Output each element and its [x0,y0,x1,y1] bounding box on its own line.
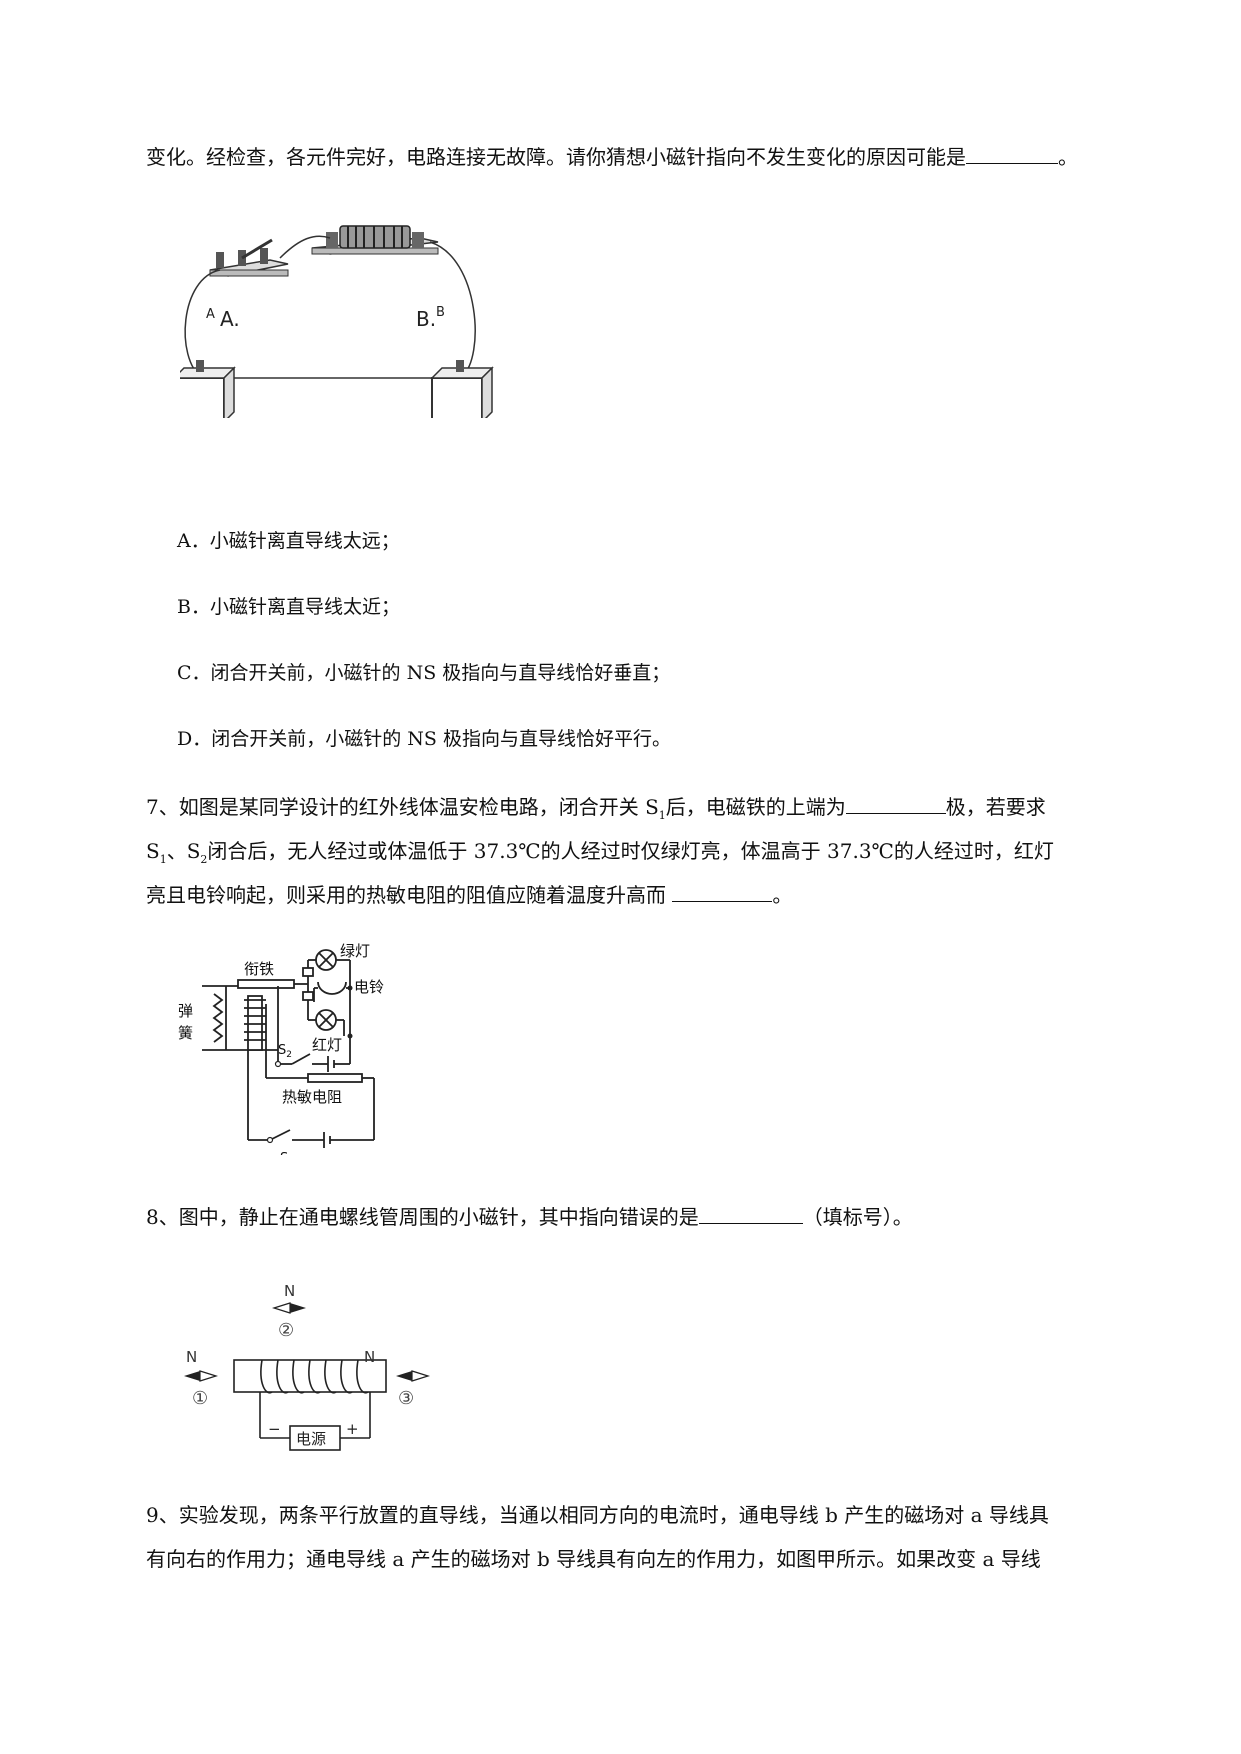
q7-label-spring-1: 弹 [178,1002,193,1020]
q6-intro-text: 变化。经检查，各元件完好，电路连接无故障。请你猜想小磁针指向不发生变化的原因可能… [146,145,966,169]
q8-needle-1-n: N [186,1348,197,1366]
q7-label-red-lamp: 红灯 [312,1036,342,1054]
q8-power-label: 电源 [296,1430,326,1448]
q6-option-b[interactable]: B．小磁针离直导线太近； [177,596,400,618]
q6-option-c[interactable]: C．闭合开关前，小磁针的 NS 极指向与直导线恰好垂直； [177,662,671,684]
q7-label-spring-2: 簧 [178,1024,193,1042]
q6-label-a-small: A [206,307,215,322]
q7-label-bell: 电铃 [354,978,384,996]
q7-text-2b: 、S [166,839,201,863]
q8-line: 8、图中，静止在通电螺线管周围的小磁针，其中指向错误的是 （填标号）。 [146,1202,913,1232]
q6-circuit-figure: A A. B. B [180,225,494,418]
q7-answer-blank-2[interactable] [672,881,773,902]
q9-line-1: 9、实验发现，两条平行放置的直导线，当通以相同方向的电流时，通电导线 b 产生的… [146,1503,1049,1527]
q7-line-2: S1、S2闭合后，无人经过或体温低于 37.3℃的人经过时仅绿灯亮，体温高于 3… [146,836,1054,875]
q7-label-s2: S2 [278,1043,292,1060]
q6-label-b-small: B [436,305,445,320]
q7-label-green-lamp: 绿灯 [340,942,370,960]
q6-option-d[interactable]: D．闭合开关前，小磁针的 NS 极指向与直导线恰好平行。 [177,728,671,750]
q8-needle-2-n: N [284,1284,295,1300]
q8-tail: （填标号） [802,1205,893,1229]
q7-text-2c: 闭合后，无人经过或体温低于 37.3℃的人经过时仅绿灯亮，体温高于 37.3℃的… [207,839,1054,863]
q7-line-1: 7、如图是某同学设计的红外线体温安检电路，闭合开关 S1后，电磁铁的上端为 极，若… [146,792,1046,831]
q7-answer-blank-1[interactable] [845,793,946,814]
q8-plus-sign: + [346,1420,359,1438]
q7-label-armature: 衔铁 [244,960,274,978]
q7-text-1b: 后，电磁铁的上端为 [665,795,846,819]
q7-label-s1: S1 [280,1151,294,1155]
q7-label-thermistor: 热敏电阻 [282,1088,342,1106]
q8-answer-blank[interactable] [698,1203,803,1224]
q6-label-b: B. [416,307,436,331]
q8-needle-3-n: N [364,1348,375,1366]
q6-answer-blank[interactable] [966,143,1058,164]
q7-text-2a: S [146,839,160,863]
q7-end-punct: 。 [772,883,793,907]
q8-text: 8、图中，静止在通电螺线管周围的小磁针，其中指向错误的是 [146,1205,699,1229]
q6-end-punct: 。 [1058,145,1078,169]
q7-text-3a: 亮且电铃响起，则采用的热敏电阻的阻值应随着温度升高而 [146,883,673,907]
q9-line-2: 有向右的作用力；通电导线 a 产生的磁场对 b 导线具有向左的作用力，如图甲所示… [146,1547,1041,1571]
q8-solenoid-figure: N N N ① ② ③ − + 电源 [184,1284,431,1451]
q8-label-2: ② [278,1320,294,1341]
q7-circuit-figure: 衔铁 弹 簧 绿灯 电铃 红灯 热敏电阻 S2 S1 [178,942,384,1155]
q7-sub-2a: 1 [159,853,167,866]
q8-end-punct: 。 [892,1205,913,1229]
q7-sub-2b: 2 [200,853,208,866]
q8-label-3: ③ [398,1388,414,1409]
q7-line-3: 亮且电铃响起，则采用的热敏电阻的阻值应随着温度升高而 。 [146,880,792,910]
q7-text-1a: 7、如图是某同学设计的红外线体温安检电路，闭合开关 S [146,795,659,819]
q7-text-1c: 极，若要求 [945,795,1046,819]
q8-label-1: ① [192,1388,208,1409]
q6-option-a[interactable]: A．小磁针离直导线太远； [177,530,400,552]
q6-intro-line: 变化。经检查，各元件完好，电路连接无故障。请你猜想小磁针指向不发生变化的原因可能… [146,142,1078,172]
q8-minus-sign: − [268,1420,281,1438]
q6-label-a: A. [220,307,240,331]
q7-sub-1: 1 [658,809,666,822]
